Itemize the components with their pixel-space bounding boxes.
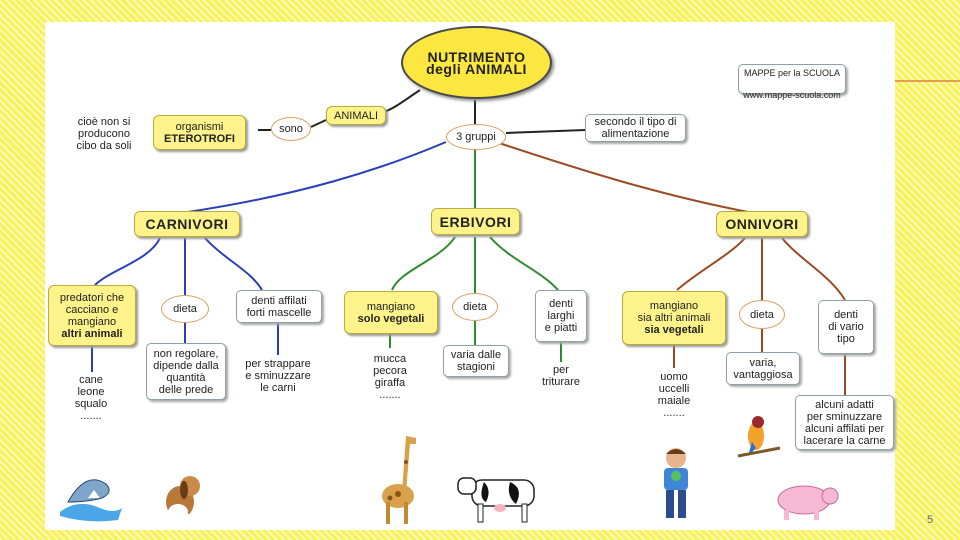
line-gruppi-onnivori (495, 141, 749, 213)
credit-line2: www.mappe-scuola.com (743, 90, 841, 100)
erbivori-dieta-desc-node: varia dalle stagioni (443, 345, 509, 377)
cioe-note: cioè non si producono cibo da soli (62, 114, 146, 154)
erbivori-dieta-text: dieta (463, 301, 487, 313)
animali-node: ANIMALI (326, 106, 386, 125)
onnivori-denti-desc-node: alcuni adatti per sminuzzare alcuni affi… (795, 395, 894, 450)
organismi-node: organismi ETEROTROFI (153, 115, 246, 150)
erbivori-mangiano-node: mangiano solo vegetali (344, 291, 438, 334)
erbivori-denti-desc-text: per triturare (542, 364, 580, 388)
cioe-text: cioè non si producono cibo da soli (76, 116, 132, 152)
onnivori-dieta-desc-text: varia, vantaggiosa (733, 356, 793, 381)
cow-illustration (457, 477, 535, 523)
onnivori-dieta-desc-node: varia, vantaggiosa (726, 352, 800, 385)
decorative-line (895, 80, 960, 82)
animali-text: ANIMALI (333, 109, 378, 122)
line-gruppi-carnivori (187, 141, 447, 213)
eterotrofi-text: ETEROTROFI (164, 132, 235, 145)
erbivori-dieta-desc-text: varia dalle stagioni (450, 349, 502, 373)
erbivori-dieta-node: dieta (452, 293, 498, 321)
erbivori-denti-text: denti larghi e piatti (544, 298, 578, 334)
secondo-text: secondo il tipo di alimentazione (594, 116, 677, 140)
onnivori-denti-desc-text: alcuni adatti per sminuzzare alcuni affi… (803, 398, 886, 447)
credit-box[interactable]: MAPPE per la SCUOLA www.mappe-scuola.com (738, 64, 846, 100)
line-onnivori-mangiano (676, 237, 746, 291)
erbivori-examples: mucca pecora giraffa ....... (360, 350, 420, 404)
carnivori-header: CARNIVORI (134, 211, 240, 237)
onnivori-mangiano-text: mangiano sia altri animali (637, 300, 711, 324)
secondo-node: secondo il tipo di alimentazione (585, 114, 686, 142)
boy-illustration (664, 448, 688, 518)
title-node: NUTRIMENTO degli ANIMALI (401, 26, 552, 99)
carnivori-predatori-node: predatori che cacciano e mangiano altri … (48, 285, 136, 346)
onnivori-label: ONNIVORI (725, 216, 799, 232)
carnivori-denti-text: denti affilati forti mascelle (246, 294, 312, 319)
carnivori-dieta-desc-node: non regolare, dipende dalla quantità del… (146, 343, 226, 400)
dog-illustration (166, 476, 200, 522)
carnivori-examples-text: cane leone squalo ....... (74, 374, 108, 422)
sono-text: sono (279, 123, 303, 135)
line-animali-sono (310, 119, 327, 128)
erbivori-examples-text: mucca pecora giraffa ....... (373, 353, 407, 401)
onnivori-dieta-text: dieta (750, 308, 774, 321)
gruppi-text: 3 gruppi (456, 131, 496, 143)
onnivori-denti-text: denti di vario tipo (828, 309, 864, 345)
erbivori-mangiano-text: mangiano (366, 300, 416, 313)
line-carnivori-predatori (94, 237, 161, 286)
sono-node: sono (271, 117, 311, 141)
erbivori-denti-desc: per triturare (533, 362, 589, 390)
pig-illustration (777, 485, 839, 520)
page-number: 5 (927, 514, 934, 526)
erbivori-denti-node: denti larghi e piatti (535, 290, 587, 342)
carnivori-denti-desc-text: per strappare e sminuzzare le carni (245, 358, 311, 394)
erbivori-mangiano-bold: solo vegetali (357, 312, 425, 325)
carnivori-denti-node: denti affilati forti mascelle (236, 290, 322, 323)
carnivori-denti-desc: per strappare e sminuzzare le carni (236, 355, 320, 397)
carnivori-label: CARNIVORI (145, 216, 229, 232)
line-carnivori-denti (204, 237, 263, 291)
gruppi-node: 3 gruppi (446, 124, 506, 150)
erbivori-label: ERBIVORI (439, 213, 512, 230)
carnivori-examples: cane leone squalo ....... (62, 372, 120, 424)
carnivori-predatori-bold: altri animali (61, 327, 123, 340)
bird-illustration (737, 416, 781, 458)
line-onnivori-denti (781, 237, 846, 301)
line-erbivori-mangiano (391, 236, 456, 291)
line-erbivori-denti (489, 236, 559, 291)
line-gruppi-secondo (505, 129, 586, 134)
organismi-text: organismi (175, 120, 224, 133)
title-text: NUTRIMENTO degli ANIMALI (426, 48, 527, 77)
carnivori-dieta-desc-text: non regolare, dipende dalla quantità del… (153, 347, 219, 396)
onnivori-mangiano-bold: sia vegetali (644, 324, 704, 336)
onnivori-mangiano-node: mangiano sia altri animali sia vegetali (622, 291, 726, 345)
onnivori-denti-node: denti di vario tipo (818, 300, 874, 354)
shark-illustration (60, 479, 122, 522)
carnivori-predatori-text: predatori che cacciano e mangiano (59, 291, 125, 328)
credit-line1: MAPPE per la SCUOLA (743, 68, 841, 78)
giraffe-illustration (382, 436, 416, 524)
onnivori-dieta-node: dieta (739, 300, 785, 329)
onnivori-examples-text: uomo uccelli maiale ....... (657, 371, 691, 419)
onnivori-examples: uomo uccelli maiale ....... (642, 368, 706, 422)
carnivori-dieta-text: dieta (173, 303, 197, 315)
carnivori-dieta-node: dieta (161, 295, 209, 323)
onnivori-header: ONNIVORI (716, 211, 808, 237)
line-title-animali (383, 89, 421, 113)
erbivori-header: ERBIVORI (431, 208, 520, 235)
